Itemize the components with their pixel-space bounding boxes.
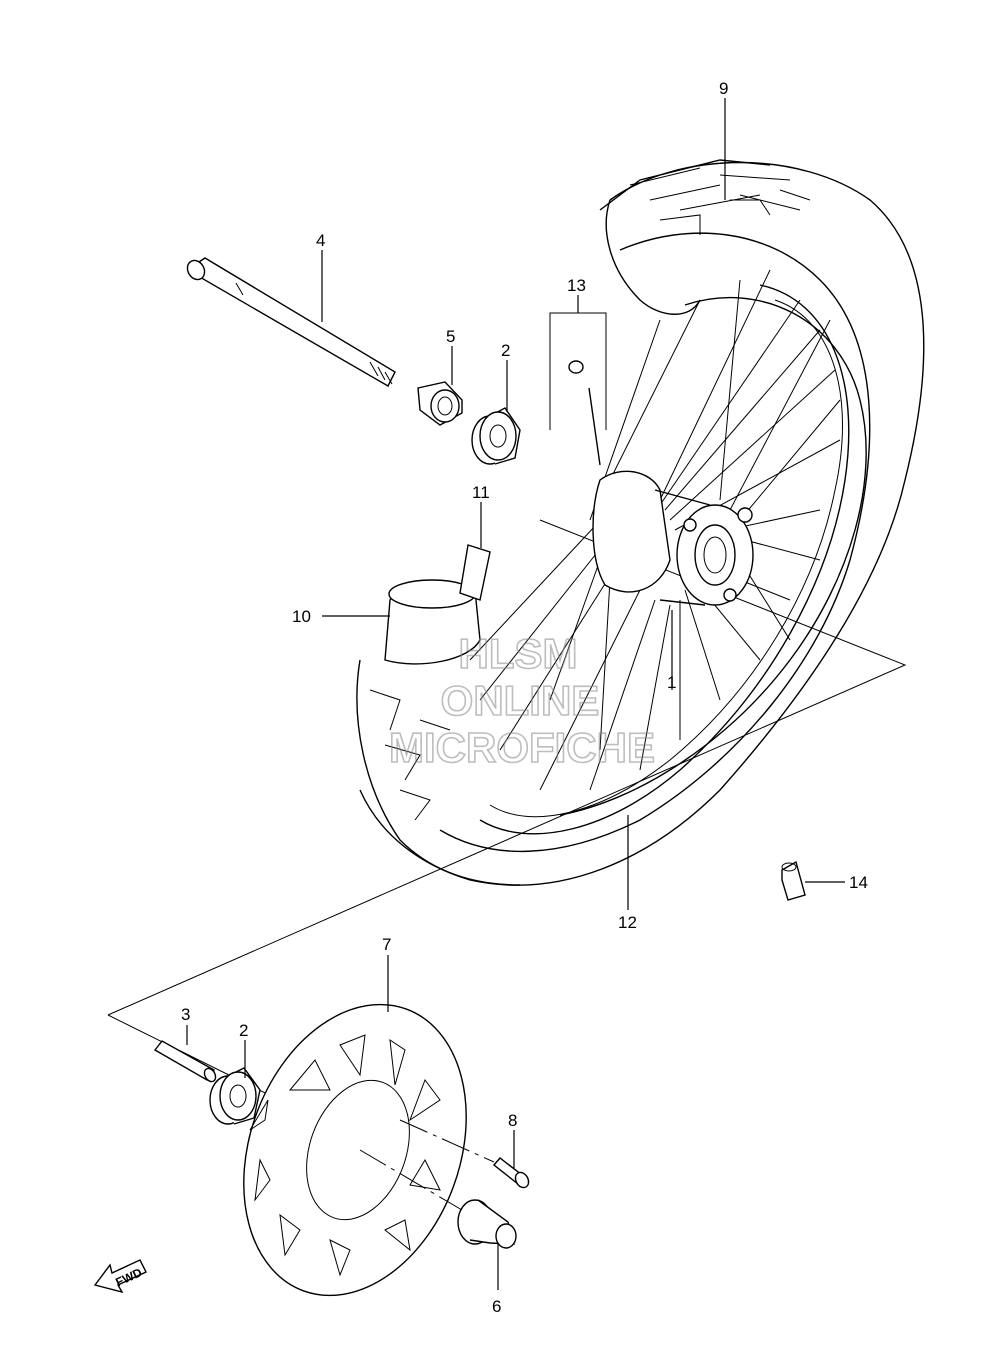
- part-label-3: 3: [181, 1005, 190, 1024]
- part-label-6: 6: [492, 1297, 501, 1316]
- bearing-upper: [471, 407, 521, 465]
- part-label-14: 14: [849, 873, 868, 892]
- collar: [153, 1040, 217, 1083]
- part-label-12: 12: [618, 913, 637, 932]
- watermark: HLSM ONLINE MICROFICHE: [388, 629, 656, 772]
- brake-disc: [243, 1003, 467, 1297]
- bearing-lower: [209, 1067, 261, 1125]
- part-labels: 1 2 2 3 4 5 6 7 8 9 10 11 12 13 14: [181, 79, 868, 1316]
- wheel-spacer: [359, 1149, 517, 1249]
- spokes: [469, 269, 841, 791]
- axle: [186, 257, 396, 387]
- watermark-line-3: MICROFICHE: [389, 724, 655, 771]
- part-label-7: 7: [382, 935, 391, 954]
- fwd-label: FWD: [113, 1265, 144, 1289]
- tire: [356, 159, 925, 886]
- projection-lines: [107, 519, 907, 1151]
- tube: [459, 544, 491, 601]
- part-label-4: 4: [316, 231, 325, 250]
- rim: [479, 284, 850, 835]
- spacer: [417, 381, 463, 426]
- dust-cap: [781, 860, 806, 901]
- part-label-1: 1: [667, 673, 676, 692]
- watermark-line-1: HLSM: [459, 630, 578, 677]
- disc-bolt: [399, 1119, 530, 1189]
- leader-lines: [186, 98, 845, 1290]
- part-label-13: 13: [567, 276, 586, 295]
- part-label-2-upper: 2: [501, 341, 510, 360]
- part-label-2-lower: 2: [239, 1021, 248, 1040]
- watermark-line-2: ONLINE: [441, 677, 600, 724]
- part-label-5: 5: [446, 327, 455, 346]
- part-label-9: 9: [719, 79, 728, 98]
- part-label-10: 10: [292, 607, 311, 626]
- hub: [592, 470, 754, 606]
- fwd-arrow-icon: FWD: [93, 1259, 147, 1294]
- valve: [549, 312, 607, 466]
- part-label-8: 8: [508, 1111, 517, 1130]
- part-label-11: 11: [472, 483, 490, 502]
- rim-band: [384, 579, 481, 665]
